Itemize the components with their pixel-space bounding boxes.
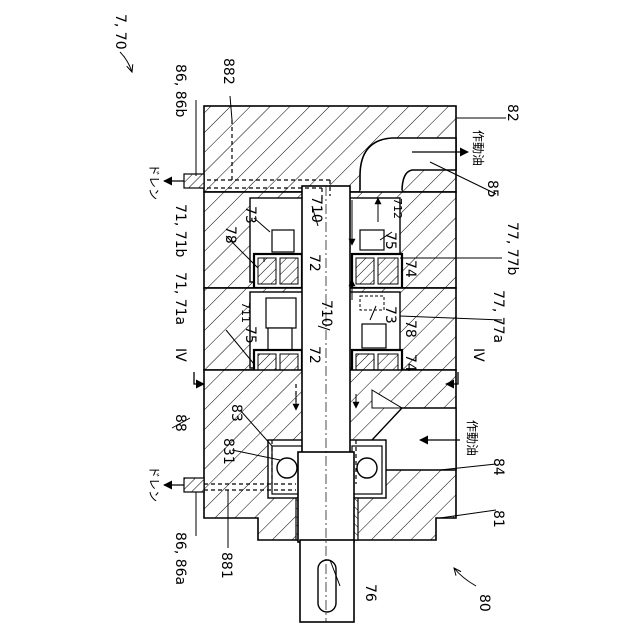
label-72-top: 72 (306, 254, 322, 272)
label-73-top: 73 (242, 206, 258, 224)
label-77-77a: 77, 77a (490, 290, 506, 343)
label-iv-left: IV (172, 348, 188, 362)
label-74-top: 74 (402, 260, 418, 278)
label-oil-out: 作動油 (471, 130, 485, 166)
label-74-mid: 74 (402, 354, 418, 372)
label-drain-bottom: ドレン (147, 466, 161, 502)
label-711: 711 (239, 302, 252, 323)
label-710-mid: 710 (318, 300, 334, 327)
label-71-71b: 71, 71b (172, 204, 188, 258)
label-71-71a: 71, 71a (172, 272, 188, 325)
label-73-mid: 73 (382, 306, 398, 324)
label-75-mid: 75 (242, 326, 258, 344)
drain-port-86a (184, 478, 204, 492)
label-85: 85 (484, 180, 500, 198)
label-83: 83 (228, 404, 244, 422)
label-710-top: 710 (308, 196, 324, 223)
top-cover-82 (204, 106, 456, 192)
label-86-86b: 86, 86b (172, 64, 188, 118)
label-drain-top: ドレン (147, 164, 161, 200)
label-882: 882 (220, 58, 236, 85)
label-82: 82 (504, 104, 520, 122)
label-84: 84 (490, 458, 506, 476)
label-figure-ref: 7, 70 (112, 14, 128, 50)
label-78-mid: 78 (402, 320, 418, 338)
label-78-top: 78 (222, 226, 238, 244)
label-75-top: 75 (382, 232, 398, 250)
label-80: 80 (476, 594, 492, 612)
label-86-86a: 86, 86a (172, 532, 188, 585)
label-iv-right: IV (470, 348, 486, 362)
label-72-mid: 72 (306, 346, 322, 364)
label-oil-in: 作動油 (465, 420, 479, 456)
label-712: 712 (391, 198, 404, 219)
label-76: 76 (362, 584, 378, 602)
drain-port-86b (184, 174, 204, 188)
label-77-77b: 77, 77b (504, 222, 520, 276)
label-88: 88 (172, 414, 188, 432)
drive-shaft-76 (298, 186, 354, 622)
label-81: 81 (490, 510, 506, 528)
label-881: 881 (218, 552, 234, 579)
label-831: 831 (220, 438, 236, 465)
